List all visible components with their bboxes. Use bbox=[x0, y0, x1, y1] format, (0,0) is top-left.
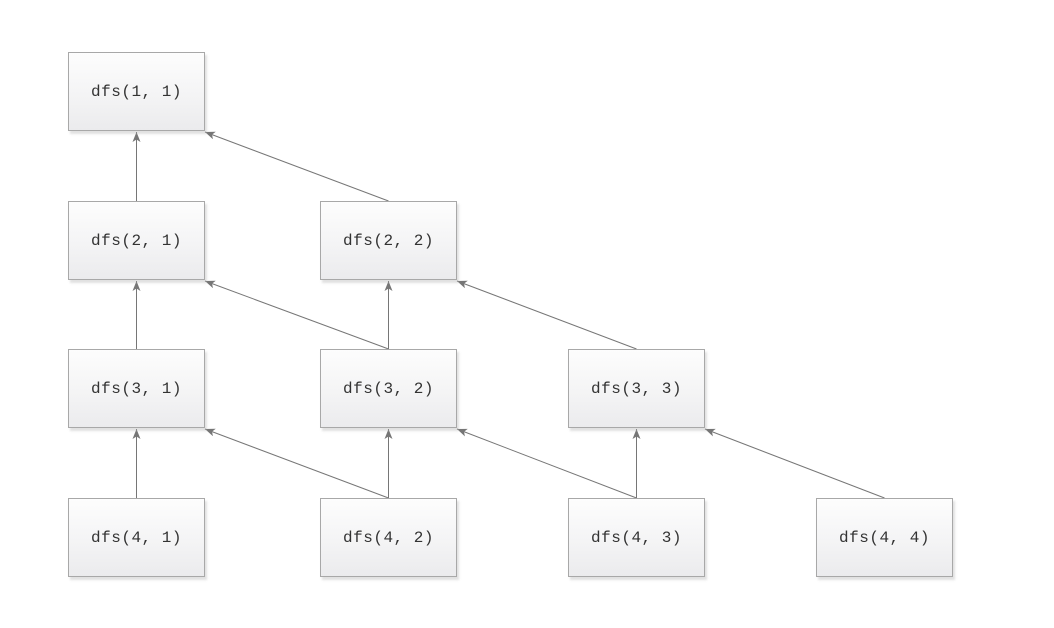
node-label: dfs(4, 3) bbox=[591, 528, 682, 547]
node-label: dfs(4, 1) bbox=[91, 528, 182, 547]
edge-dfs-4-4-to-dfs-3-3 bbox=[704, 428, 885, 499]
node-dfs-4-1: dfs(4, 1) bbox=[68, 498, 205, 577]
edge-dfs-3-2-to-dfs-2-1 bbox=[204, 280, 389, 350]
node-dfs-2-2: dfs(2, 2) bbox=[320, 201, 457, 280]
node-dfs-4-3: dfs(4, 3) bbox=[568, 498, 705, 577]
node-dfs-3-2: dfs(3, 2) bbox=[320, 349, 457, 428]
node-dfs-1-1: dfs(1, 1) bbox=[68, 52, 205, 131]
node-dfs-2-1: dfs(2, 1) bbox=[68, 201, 205, 280]
node-label: dfs(3, 1) bbox=[91, 379, 182, 398]
node-label: dfs(1, 1) bbox=[91, 82, 182, 101]
edge-dfs-3-3-to-dfs-2-2 bbox=[456, 280, 637, 350]
edge-dfs-4-3-to-dfs-3-2 bbox=[456, 428, 637, 499]
node-dfs-4-2: dfs(4, 2) bbox=[320, 498, 457, 577]
node-dfs-4-4: dfs(4, 4) bbox=[816, 498, 953, 577]
node-dfs-3-3: dfs(3, 3) bbox=[568, 349, 705, 428]
node-label: dfs(2, 2) bbox=[343, 231, 434, 250]
node-label: dfs(3, 2) bbox=[343, 379, 434, 398]
node-label: dfs(4, 2) bbox=[343, 528, 434, 547]
node-label: dfs(2, 1) bbox=[91, 231, 182, 250]
edge-dfs-2-2-to-dfs-1-1 bbox=[204, 131, 389, 202]
node-dfs-3-1: dfs(3, 1) bbox=[68, 349, 205, 428]
edge-dfs-4-2-to-dfs-3-1 bbox=[204, 428, 389, 499]
node-label: dfs(4, 4) bbox=[839, 528, 930, 547]
node-label: dfs(3, 3) bbox=[591, 379, 682, 398]
